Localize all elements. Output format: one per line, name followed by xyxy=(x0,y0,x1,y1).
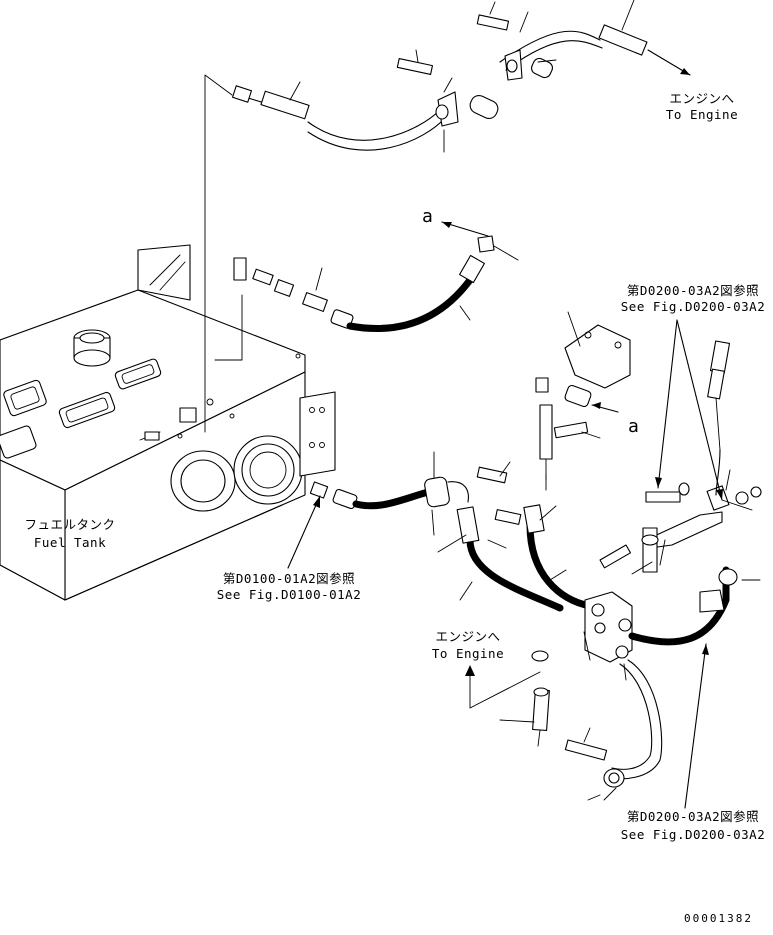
reference-leaders xyxy=(287,319,723,809)
fuel-tank xyxy=(0,244,336,601)
tank-outlet-hose xyxy=(309,451,567,601)
ref-d0100-jp: 第D0100-01A2図参照 xyxy=(222,571,356,586)
to-engine-top-jp: エンジンへ xyxy=(669,91,735,106)
middle-supply-hose xyxy=(233,221,519,332)
to-engine-top-en: To Engine xyxy=(665,107,739,122)
detail-a-top: a xyxy=(422,206,434,227)
fuel-tank-en: Fuel Tank xyxy=(33,535,107,550)
ref-d0100-en: See Fig.D0100-01A2 xyxy=(216,587,362,602)
drawing-number: 00001382 xyxy=(684,912,753,925)
ref-d0200-top-jp: 第D0200-03A2図参照 xyxy=(626,283,760,298)
filter-bracket-assembly xyxy=(466,311,762,780)
fuel-tank-jp: フュエルタンク xyxy=(24,517,116,532)
to-engine-mid-jp: エンジンへ xyxy=(435,629,501,644)
lower-engine-line xyxy=(465,650,625,801)
ref-d0200-bot-jp: 第D0200-03A2図参照 xyxy=(626,809,760,824)
upper-return-hose xyxy=(231,0,691,153)
detail-a-mid: a xyxy=(628,416,640,437)
ref-d0200-bot-en: See Fig.D0200-03A2 xyxy=(620,827,766,842)
to-engine-mid-en: To Engine xyxy=(431,646,505,661)
ref-d0200-top-en: See Fig.D0200-03A2 xyxy=(620,299,766,314)
